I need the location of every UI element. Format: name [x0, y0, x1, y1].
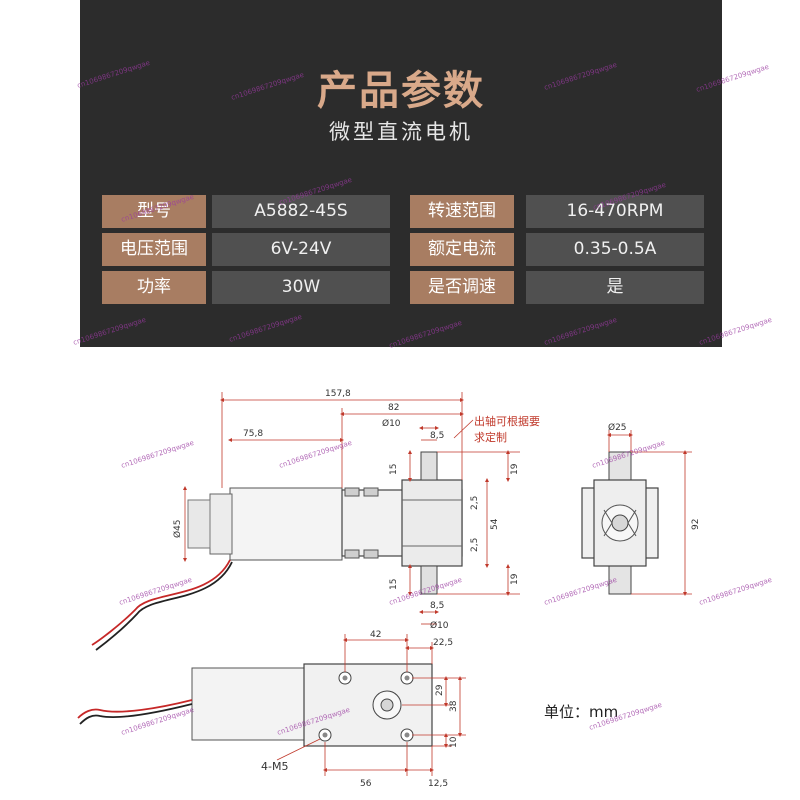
spec-label-voltage: 电压范围: [102, 233, 206, 266]
spec-value-adjustable: 是: [526, 271, 704, 304]
dim-gap-top: 2,5: [470, 496, 480, 510]
dim-body-height: 54: [490, 518, 500, 530]
dim-shaft-offset-bottom: 8,5: [430, 601, 444, 611]
spec-label-power: 功率: [102, 271, 206, 304]
dim-shaft-len-bottom: 15: [389, 579, 399, 590]
dim-shaft-dia-bottom: Ø10: [430, 620, 449, 631]
dim-end-shaft-dia: Ø25: [608, 422, 627, 433]
bottom-view: [77, 663, 433, 747]
spec-label-speed: 转速范围: [410, 195, 514, 228]
dim-motor-length: 75,8: [243, 429, 263, 439]
customization-note-line2: 求定制: [474, 430, 507, 444]
page-subtitle: 微型直流电机: [329, 120, 473, 144]
dim-bottom-12-5: 12,5: [428, 779, 448, 789]
customization-note-line1: 出轴可根据要: [474, 414, 540, 428]
dim-bottom-56: 56: [360, 779, 372, 789]
dim-gearbox-length: 82: [388, 403, 399, 413]
dim-overall-length: 157,8: [325, 389, 351, 399]
thread-label: 4-M5: [261, 760, 288, 773]
dimension-drawing: 157,8 82 75,8 Ø10 8,5 15 Ø45 2,5 2,5 54 …: [77, 389, 701, 789]
dim-shaft-len-top: 15: [389, 464, 399, 475]
side-view: [91, 451, 463, 651]
page-title: 产品参数: [317, 68, 485, 114]
dim-hole-spacing: 42: [370, 630, 381, 640]
spec-label-adjustable: 是否调速: [410, 271, 514, 304]
spec-value-model: A5882-45S: [212, 195, 390, 228]
dim-v38: 38: [449, 700, 459, 712]
spec-label-current: 额定电流: [410, 233, 514, 266]
dim-v29: 29: [435, 684, 445, 696]
spec-value-current: 0.35-0.5A: [526, 233, 704, 266]
spec-value-speed: 16-470RPM: [526, 195, 704, 228]
dim-end-height: 92: [691, 519, 701, 530]
dim-edge-22-5: 22,5: [433, 638, 453, 648]
side-view-dimensions: [183, 392, 520, 625]
spec-value-voltage: 6V-24V: [212, 233, 390, 266]
dim-side-19-bottom: 19: [510, 573, 520, 585]
unit-label: 单位：mm: [544, 703, 618, 721]
dim-shaft-dia-top: Ø10: [382, 418, 401, 429]
spec-label-model: 型号: [102, 195, 206, 228]
dim-v10: 10: [449, 736, 459, 748]
dim-motor-dia: Ø45: [172, 519, 183, 538]
spec-banner: 产品参数 微型直流电机 型号 A5882-45S 转速范围 16-470RPM …: [80, 0, 722, 347]
dim-gap-bottom: 2,5: [470, 538, 480, 552]
bottom-view-dimensions: [276, 634, 466, 776]
spec-value-power: 30W: [212, 271, 390, 304]
end-view: [581, 451, 659, 595]
dim-shaft-offset-top: 8,5: [430, 431, 444, 441]
end-view-dimensions: [607, 430, 692, 596]
dim-side-19-top: 19: [510, 463, 520, 475]
